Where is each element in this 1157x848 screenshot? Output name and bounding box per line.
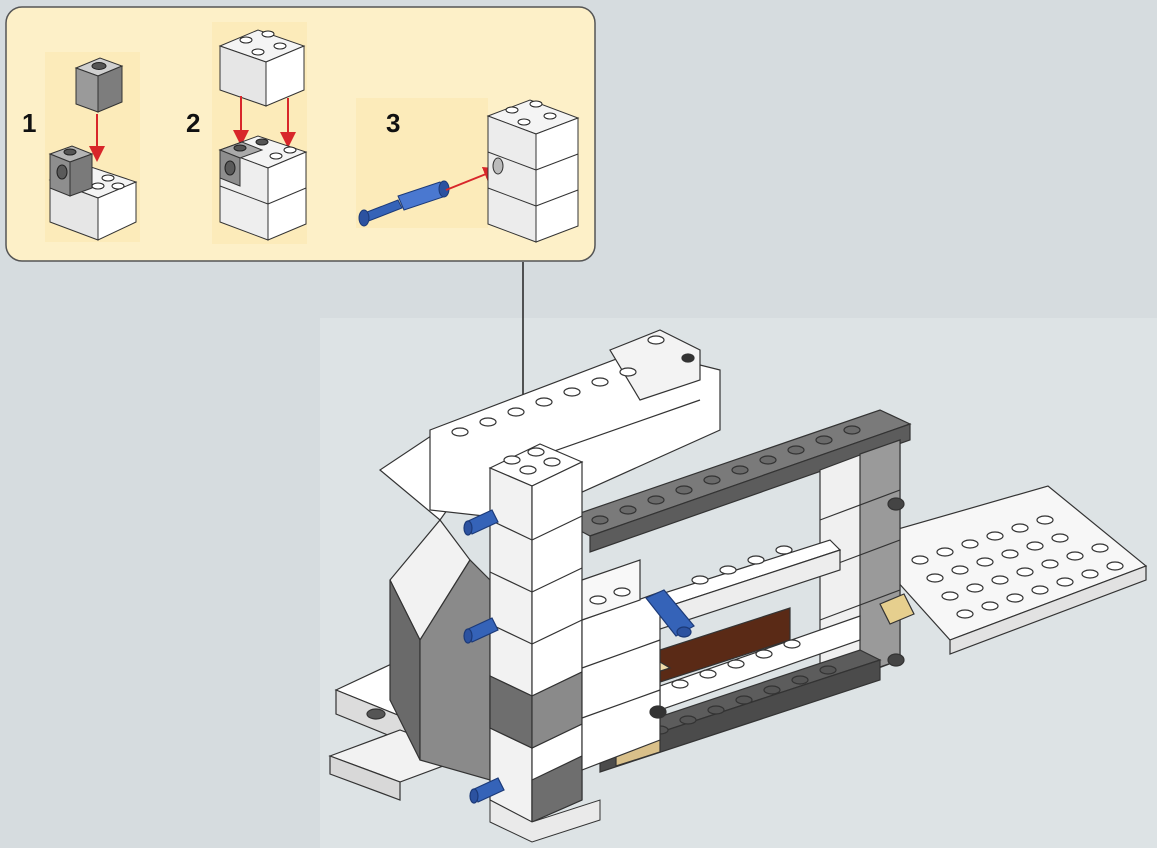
left-wing-assembly xyxy=(328,429,491,801)
main-model xyxy=(328,329,1148,823)
dark-pin xyxy=(649,705,667,719)
step-number: 2 xyxy=(186,108,200,138)
front-column xyxy=(488,443,584,823)
center-white-blocks xyxy=(581,559,661,771)
bottom-frame xyxy=(588,615,882,773)
sub-assembly-callout: 1 xyxy=(5,6,596,262)
technic-pin-icon xyxy=(469,777,505,804)
step-number: 1 xyxy=(22,108,36,138)
tan-connector xyxy=(879,593,915,625)
step-number: 3 xyxy=(386,108,400,138)
brick-stack-icon xyxy=(218,135,308,241)
step-1: 1 xyxy=(22,52,140,242)
technic-brick-icon xyxy=(74,57,124,113)
technic-pin-icon xyxy=(358,180,450,227)
brick-2x2-icon xyxy=(218,29,306,107)
technic-pin-icon xyxy=(463,509,499,536)
top-frame-dark-gray xyxy=(558,409,912,553)
technic-pin-icon xyxy=(463,617,499,644)
brick-tower-icon xyxy=(486,99,580,243)
technic-pin-icon xyxy=(645,589,695,638)
bottom-plate xyxy=(489,799,601,843)
step-3: 3 xyxy=(356,98,580,243)
brick-2x2-icon xyxy=(48,145,138,241)
baseplate xyxy=(858,485,1148,655)
step-2: 2 xyxy=(186,22,308,244)
